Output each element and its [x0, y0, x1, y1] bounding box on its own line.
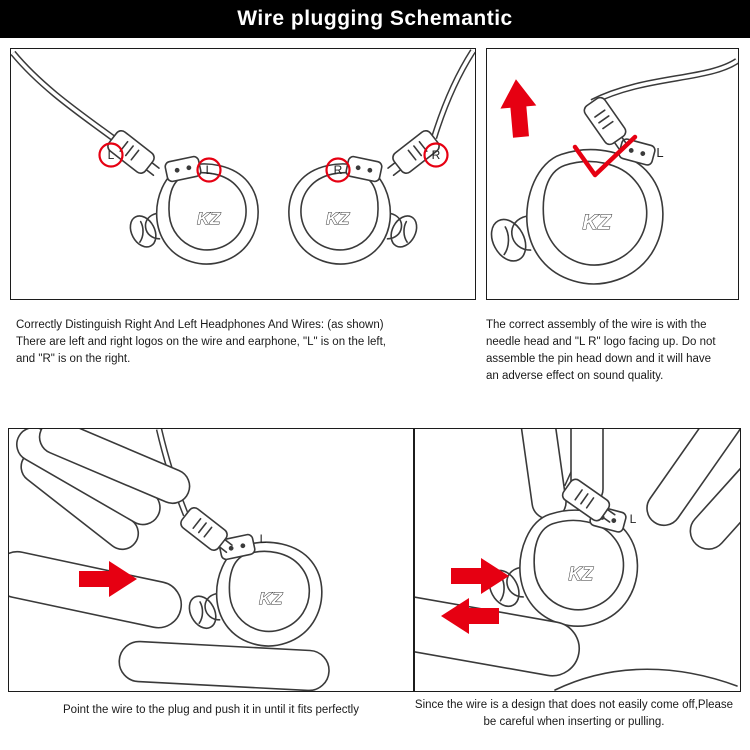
supporting-finger	[118, 641, 330, 691]
left-wire-marker-circle	[98, 142, 124, 168]
left-earphone-illustration: L L KZ	[11, 50, 259, 265]
panel-correct-assembly: L KZ	[486, 48, 739, 300]
page-title: Wire plugging Schemantic	[237, 7, 513, 30]
kz-logo: KZ	[569, 564, 594, 584]
left-shell-marker-circle	[196, 157, 222, 183]
kz-logo-right: KZ	[326, 209, 350, 228]
caption-push-plug: Point the wire to the plug and push it i…	[63, 704, 359, 716]
kz-logo: KZ	[583, 211, 613, 234]
right-earphone-illustration: R R KZ	[288, 49, 475, 265]
panel3-illustration: L KZ	[9, 429, 413, 691]
panel-insert-pull: L KZ	[414, 428, 741, 692]
kz-logo-left: KZ	[197, 209, 221, 228]
right-wire-label: R	[432, 148, 441, 162]
right-shell-marker-circle	[325, 157, 351, 183]
caption-distinguish-left-right: Correctly Distinguish Right And Left Hea…	[16, 319, 387, 365]
left-earphone-shell	[124, 163, 259, 265]
finger	[683, 429, 740, 556]
kz-logo: KZ	[259, 589, 283, 608]
hand-illustration	[9, 429, 330, 691]
earphone-shell	[183, 541, 323, 647]
red-checkmark-icon	[572, 134, 638, 178]
finger	[640, 429, 740, 532]
red-arrow-up-icon	[498, 77, 539, 139]
panel2-illustration: L KZ	[487, 58, 738, 285]
earphone-shell	[487, 148, 664, 285]
caption-correct-assembly: The correct assembly of the wire is with…	[486, 319, 716, 382]
shell-label: L	[630, 512, 637, 526]
right-shell-label: R	[334, 163, 343, 177]
right-wire-marker-circle	[423, 142, 449, 168]
finger	[516, 429, 568, 521]
thumb	[9, 547, 186, 631]
panel-push-plug: L KZ	[8, 428, 414, 692]
header-bar: Wire plugging Schemantic	[0, 0, 750, 38]
left-wire-label: L	[108, 148, 115, 162]
panel1-illustration: L L KZ R R KZ	[11, 49, 475, 265]
finger	[34, 429, 195, 509]
panel-distinguish-left-right: L L KZ R R KZ	[10, 48, 476, 300]
right-earphone-shell	[288, 163, 423, 265]
shell-label: L	[656, 145, 663, 160]
left-shell-label: L	[206, 163, 213, 177]
panel4-illustration: L KZ	[415, 429, 740, 691]
shell-label: L	[260, 532, 267, 546]
palm-line	[555, 669, 737, 690]
caption-insert-pull: Since the wire is a design that does not…	[414, 699, 734, 728]
